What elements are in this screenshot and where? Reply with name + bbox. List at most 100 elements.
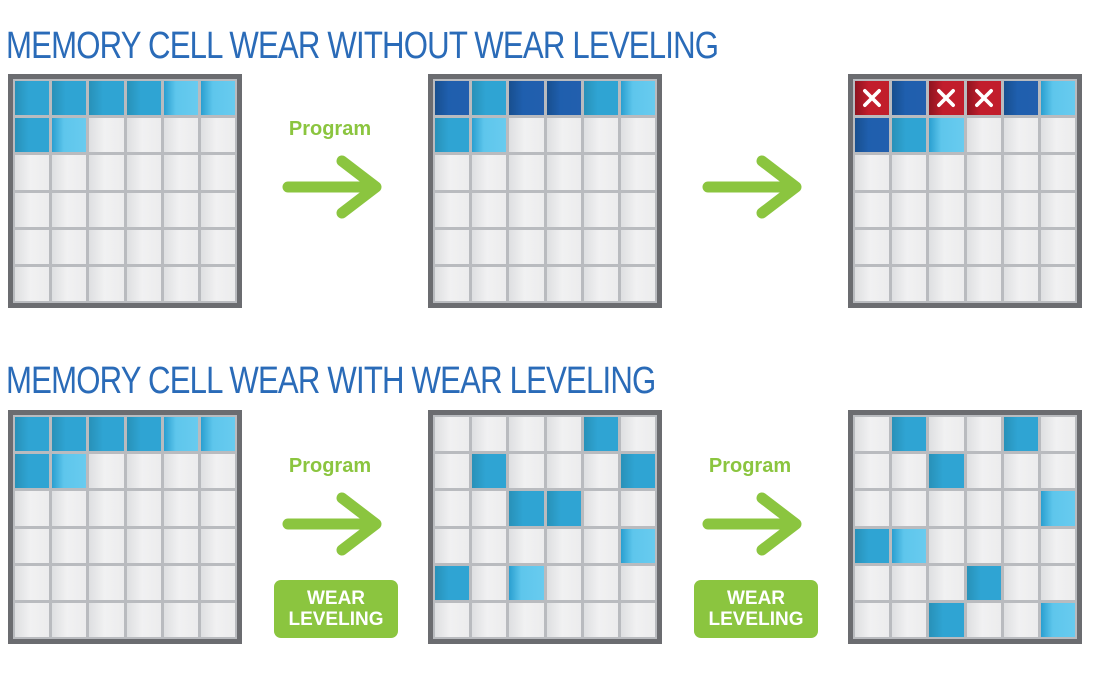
empty-cell (1003, 118, 1038, 153)
empty-cell (52, 528, 87, 563)
worn-cell (163, 81, 198, 116)
empty-cell (583, 565, 618, 600)
empty-cell (966, 454, 1001, 489)
worn-cell (435, 81, 470, 116)
x-icon (863, 89, 882, 108)
empty-cell (855, 565, 890, 600)
worn-cell (1003, 81, 1038, 116)
empty-cell (126, 454, 161, 489)
worn-cell (435, 118, 470, 153)
empty-cell (892, 192, 927, 227)
empty-cell (472, 602, 507, 637)
empty-cell (892, 491, 927, 526)
empty-cell (163, 491, 198, 526)
empty-cell (546, 454, 581, 489)
empty-cell (620, 266, 655, 301)
empty-cell (126, 229, 161, 264)
empty-cell (435, 454, 470, 489)
empty-cell (163, 118, 198, 153)
worn-cell (15, 81, 50, 116)
empty-cell (52, 602, 87, 637)
worn-cell (89, 81, 124, 116)
empty-cell (1003, 266, 1038, 301)
empty-cell (15, 192, 50, 227)
empty-cell (855, 192, 890, 227)
empty-cell (15, 229, 50, 264)
empty-cell (89, 565, 124, 600)
empty-cell (89, 229, 124, 264)
empty-cell (163, 155, 198, 190)
empty-cell (200, 528, 235, 563)
worn-cell (15, 454, 50, 489)
worn-cell (52, 417, 87, 452)
empty-cell (15, 491, 50, 526)
empty-cell (200, 229, 235, 264)
section-title-without-wear-leveling: MEMORY CELL WEAR WITHOUT WEAR LEVELING (6, 25, 719, 67)
empty-cell (855, 491, 890, 526)
worn-cell (966, 565, 1001, 600)
worn-cell (929, 118, 964, 153)
empty-cell (89, 118, 124, 153)
empty-cell (929, 491, 964, 526)
memory-grid (8, 74, 242, 308)
empty-cell (583, 528, 618, 563)
empty-cell (929, 417, 964, 452)
empty-cell (620, 155, 655, 190)
empty-cell (163, 565, 198, 600)
empty-cell (620, 565, 655, 600)
empty-cell (855, 417, 890, 452)
empty-cell (929, 565, 964, 600)
worn-cell (472, 118, 507, 153)
memory-grid (428, 74, 662, 308)
memory-grid (848, 74, 1082, 308)
worn-cell (620, 81, 655, 116)
worn-cell (52, 81, 87, 116)
empty-cell (435, 229, 470, 264)
empty-cell (892, 454, 927, 489)
worn-cell (52, 454, 87, 489)
empty-cell (509, 602, 544, 637)
empty-cell (1003, 192, 1038, 227)
empty-cell (509, 192, 544, 227)
empty-cell (472, 192, 507, 227)
worn-cell (126, 417, 161, 452)
empty-cell (583, 155, 618, 190)
empty-cell (855, 602, 890, 637)
empty-cell (546, 528, 581, 563)
empty-cell (200, 266, 235, 301)
empty-cell (1040, 454, 1075, 489)
empty-cell (966, 229, 1001, 264)
empty-cell (583, 454, 618, 489)
empty-cell (200, 454, 235, 489)
program-label: Program (708, 455, 792, 477)
empty-cell (1003, 565, 1038, 600)
empty-cell (966, 155, 1001, 190)
wear-leveling-badge: WEAR LEVELING (694, 580, 818, 638)
empty-cell (15, 528, 50, 563)
empty-cell (126, 491, 161, 526)
empty-cell (929, 229, 964, 264)
empty-cell (620, 602, 655, 637)
empty-cell (126, 528, 161, 563)
empty-cell (435, 602, 470, 637)
empty-cell (472, 491, 507, 526)
empty-cell (620, 118, 655, 153)
empty-cell (200, 565, 235, 600)
empty-cell (546, 417, 581, 452)
empty-cell (892, 229, 927, 264)
empty-cell (546, 602, 581, 637)
right-arrow-icon (282, 492, 382, 556)
empty-cell (966, 417, 1001, 452)
program-label: Program (288, 455, 372, 477)
empty-cell (1003, 602, 1038, 637)
empty-cell (472, 528, 507, 563)
empty-cell (52, 229, 87, 264)
worn-cell (200, 81, 235, 116)
empty-cell (200, 155, 235, 190)
empty-cell (1040, 155, 1075, 190)
worn-cell (929, 602, 964, 637)
empty-cell (546, 155, 581, 190)
empty-cell (892, 266, 927, 301)
empty-cell (126, 118, 161, 153)
empty-cell (163, 192, 198, 227)
